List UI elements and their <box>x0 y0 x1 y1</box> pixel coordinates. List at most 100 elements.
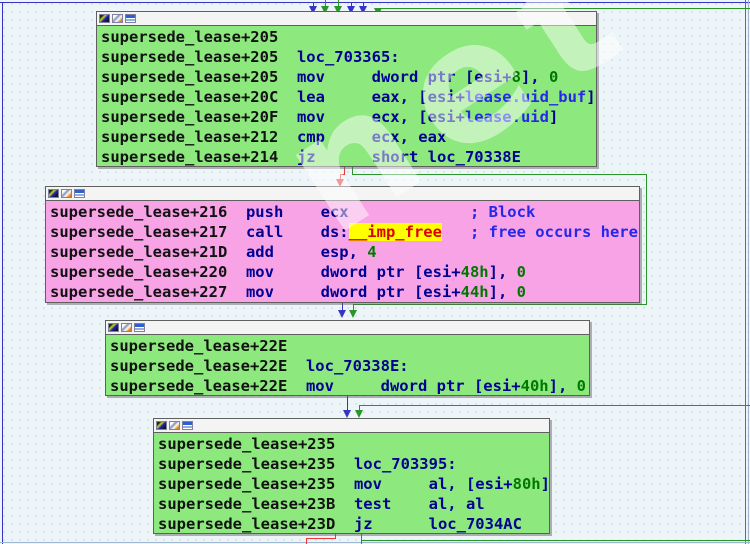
group-node-icon[interactable] <box>182 421 193 430</box>
code-text: ] <box>540 475 550 493</box>
edge-segment <box>361 540 750 541</box>
address-text: supersede_lease+235 <box>158 455 336 473</box>
edge-segment <box>361 534 362 544</box>
asm-line[interactable]: supersede_lease+217 call ds:__imp_free ;… <box>50 222 639 242</box>
asm-line[interactable]: supersede_lease+235 loc_703395: <box>158 454 549 474</box>
node-color-icon[interactable] <box>156 421 167 430</box>
code-text: mov al, [esi+ <box>335 475 513 493</box>
edge-segment <box>306 538 336 539</box>
asm-line[interactable]: supersede_lease+22E loc_70338E: <box>110 356 589 376</box>
group-node-icon[interactable] <box>125 14 136 23</box>
asm-line[interactable]: supersede_lease+216 push ecx ; Block <box>50 202 639 222</box>
number-literal: 48h <box>460 263 489 281</box>
edge-segment <box>340 174 345 175</box>
asm-line[interactable]: supersede_lease+214 jz short loc_70338E <box>101 147 596 167</box>
node-title-bar[interactable] <box>46 187 639 201</box>
address-text: supersede_lease+22E <box>110 337 288 355</box>
asm-line[interactable]: supersede_lease+22E <box>110 336 589 356</box>
code-text <box>442 223 470 241</box>
code-text: mov ecx, [esi+ <box>278 108 465 126</box>
edge-segment <box>745 0 746 544</box>
code-text: ] <box>548 108 559 126</box>
node-title-bar[interactable] <box>154 419 549 433</box>
asm-line[interactable]: supersede_lease+227 mov dword ptr [esi+4… <box>50 282 639 302</box>
code-text: ], <box>488 283 517 301</box>
asm-line[interactable]: supersede_lease+205 mov dword ptr [esi+8… <box>101 67 596 87</box>
asm-line[interactable]: supersede_lease+205 loc_703365: <box>101 47 596 67</box>
code-text: test al, al <box>335 495 485 513</box>
node-color-icon[interactable] <box>48 189 59 198</box>
edge-segment <box>313 2 314 7</box>
asm-line[interactable]: supersede_lease+235 mov al, [esi+80h] <box>158 474 550 494</box>
asm-line[interactable]: supersede_lease+22E mov dword ptr [esi+4… <box>110 376 589 396</box>
number-literal: 80h <box>512 475 541 493</box>
edge-arrowhead-icon <box>321 6 329 14</box>
edge-arrowhead-icon <box>349 310 357 318</box>
edge-arrowhead-icon <box>343 410 351 418</box>
code-text: push ecx <box>227 203 470 221</box>
number-literal: 0 <box>548 68 559 86</box>
group-node-icon[interactable] <box>134 323 145 332</box>
address-text: supersede_lease+23B <box>158 495 336 513</box>
asm-line[interactable]: supersede_lease+235 <box>158 434 549 454</box>
edge-segment <box>344 167 345 175</box>
edge-segment <box>342 303 343 311</box>
asm-line[interactable]: supersede_lease+21D add esp, 4 <box>50 242 639 262</box>
node-color-icon[interactable] <box>99 14 110 23</box>
group-node-icon[interactable] <box>74 189 85 198</box>
edit-node-icon[interactable] <box>121 323 132 332</box>
edge-arrowhead-icon <box>338 310 346 318</box>
edge-segment <box>353 304 354 310</box>
edge-arrowhead-icon <box>347 6 355 14</box>
asm-line[interactable]: supersede_lease+23D jz loc_7034AC <box>158 514 549 534</box>
address-text: supersede_lease+205 <box>101 48 279 66</box>
code-text: mov dword ptr [esi+ <box>287 377 521 395</box>
edge-segment <box>352 167 353 175</box>
code-text: call ds: <box>227 223 349 241</box>
edge-segment <box>359 405 360 410</box>
edge-segment <box>352 174 647 175</box>
edge-arrowhead-icon <box>359 6 367 14</box>
asm-line[interactable]: supersede_lease+20F mov ecx, [esi+lease.… <box>101 107 596 127</box>
asm-line[interactable]: supersede_lease+220 mov dword ptr [esi+4… <box>50 262 639 282</box>
code-text: jz loc_7034AC <box>335 515 522 533</box>
code-text: ], <box>520 68 549 86</box>
edit-node-icon[interactable] <box>112 14 123 23</box>
address-text: supersede_lease+235 <box>158 435 336 453</box>
address-text: supersede_lease+216 <box>50 203 228 221</box>
node-title-bar[interactable] <box>106 321 589 335</box>
code-text: jz short loc_70338E <box>278 148 521 166</box>
edge-segment <box>0 2 750 3</box>
edge-segment <box>379 8 750 9</box>
struct-ref-text: lease.uid <box>464 108 549 126</box>
asm-line[interactable]: supersede_lease+212 cmp ecx, eax <box>101 127 596 147</box>
edge-segment <box>0 542 750 543</box>
asm-line[interactable]: supersede_lease+205 <box>101 27 596 47</box>
node-color-icon[interactable] <box>108 323 119 332</box>
edge-arrowhead-icon <box>309 6 317 14</box>
edge-segment <box>363 2 364 7</box>
asm-line[interactable]: supersede_lease+23B test al, al <box>158 494 549 514</box>
asm-line[interactable]: supersede_lease+20C lea eax, [esi+lease.… <box>101 87 596 107</box>
edit-node-icon[interactable] <box>169 421 180 430</box>
address-text: supersede_lease+22E <box>110 377 288 395</box>
edge-arrowhead-icon <box>334 6 342 14</box>
edge-segment <box>347 396 348 410</box>
edge-segment <box>340 174 341 179</box>
edit-node-icon[interactable] <box>61 189 72 198</box>
code-text: add esp, <box>227 243 368 261</box>
number-literal: 44h <box>460 283 489 301</box>
address-text: supersede_lease+214 <box>101 148 279 166</box>
number-literal: 40h <box>520 377 549 395</box>
node-title-bar[interactable] <box>97 12 596 26</box>
code-text: ], <box>488 263 517 281</box>
edge-segment <box>646 174 647 305</box>
edge-segment <box>359 405 750 406</box>
